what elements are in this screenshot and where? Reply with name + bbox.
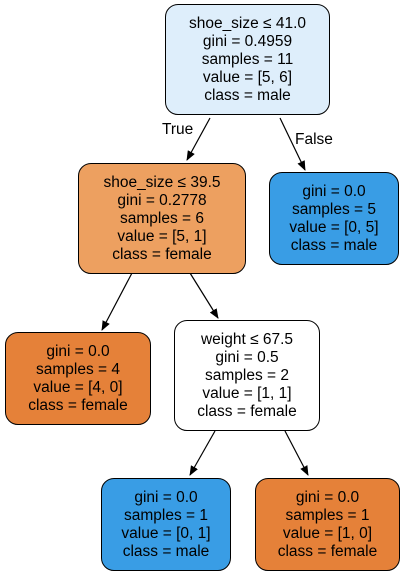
right-leaf-samples: samples = 5: [291, 200, 376, 218]
leaf-male-value: value = [0, 1]: [121, 524, 211, 542]
edge-root-to-left: [186, 117, 211, 161]
left-value: value = [5, 1]: [117, 227, 207, 245]
left-right-split: weight ≤ 67.5: [200, 330, 294, 348]
left-gini: gini = 0.2778: [117, 191, 207, 209]
leaf-male-samples: samples = 1: [123, 506, 208, 524]
edge-left-right-to-leaf-female: [284, 430, 309, 476]
left-split: shoe_size ≤ 39.5: [103, 173, 221, 191]
leaf-female-node: gini = 0.0 samples = 1 value = [1, 0] cl…: [255, 478, 400, 571]
root-samples: samples = 11: [201, 50, 294, 68]
edge-left-to-left-left-leaf: [101, 272, 133, 331]
right-leaf-node: gini = 0.0 samples = 5 value = [0, 5] cl…: [269, 172, 399, 265]
edge-label-true: True: [162, 121, 194, 138]
edge-label-false: False: [295, 131, 333, 148]
edge-root-to-right-leaf: [279, 117, 306, 171]
right-leaf-class: class = male: [290, 236, 378, 254]
leaf-female-gini: gini = 0.0: [295, 488, 360, 506]
leaf-male-class: class = male: [122, 542, 210, 560]
left-split-node: shoe_size ≤ 39.5 gini = 0.2778 samples =…: [78, 163, 246, 274]
edge-left-to-left-right: [189, 272, 219, 319]
leaf-female-value: value = [1, 0]: [282, 524, 373, 542]
left-left-leaf-gini: gini = 0.0: [46, 342, 110, 360]
left-right-gini: gini = 0.5: [215, 348, 279, 366]
leaf-male-gini: gini = 0.0: [134, 488, 198, 506]
leaf-female-samples: samples = 1: [285, 506, 370, 524]
left-right-samples: samples = 2: [204, 366, 289, 384]
left-right-value: value = [1, 1]: [202, 384, 292, 402]
left-right-class: class = female: [197, 402, 297, 420]
root-class: class = male: [204, 86, 291, 104]
left-left-leaf-node: gini = 0.0 samples = 4 value = [4, 0] cl…: [5, 332, 151, 425]
leaf-male-node: gini = 0.0 samples = 1 value = [0, 1] cl…: [101, 478, 231, 571]
root-value: value = [5, 6]: [202, 68, 293, 86]
root-split: shoe_size ≤ 41.0: [188, 14, 307, 32]
leaf-female-class: class = female: [277, 542, 378, 560]
left-samples: samples = 6: [119, 209, 204, 227]
left-left-leaf-samples: samples = 4: [35, 360, 120, 378]
edge-left-right-to-leaf-male: [189, 430, 216, 476]
left-right-split-node: weight ≤ 67.5 gini = 0.5 samples = 2 val…: [174, 320, 320, 431]
left-class: class = female: [112, 245, 212, 263]
right-leaf-value: value = [0, 5]: [289, 218, 379, 236]
root-node: shoe_size ≤ 41.0 gini = 0.4959 samples =…: [165, 4, 330, 115]
left-left-leaf-value: value = [4, 0]: [33, 378, 123, 396]
right-leaf-gini: gini = 0.0: [302, 182, 366, 200]
left-left-leaf-class: class = female: [28, 396, 128, 414]
root-gini: gini = 0.4959: [202, 32, 293, 50]
